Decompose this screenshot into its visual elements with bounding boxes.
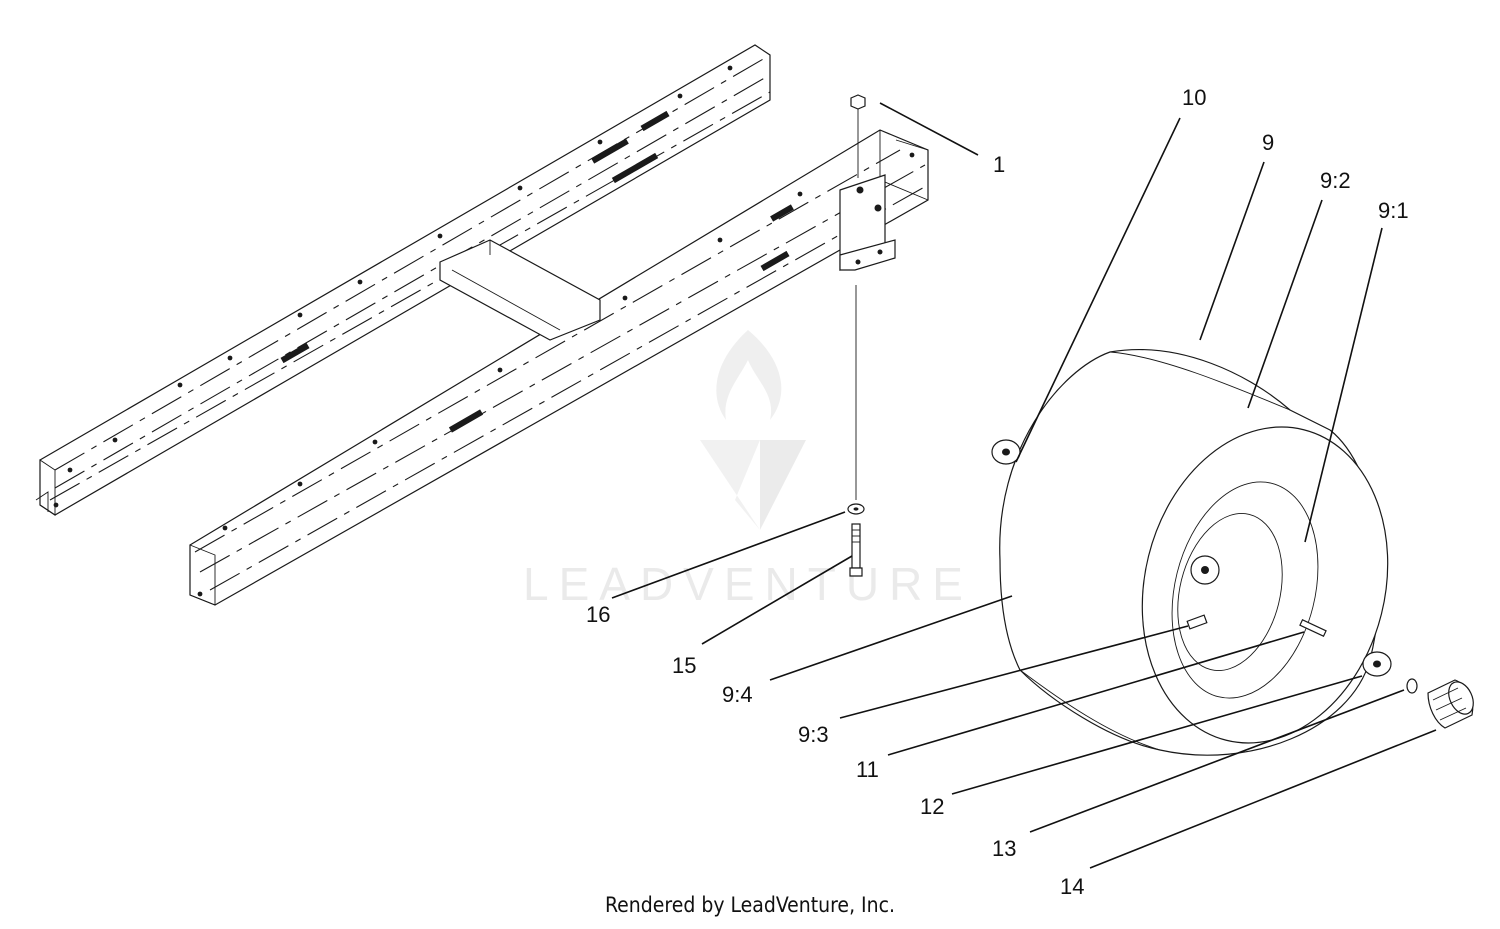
- leader-11: [887, 631, 1305, 756]
- callout-15: 15: [672, 653, 696, 678]
- leader-9-3: [839, 625, 1189, 719]
- rendered-by-footer: Rendered by LeadVenture, Inc.: [605, 893, 895, 917]
- callout-labels: 1 10 9 9:2 9:1 16 15 9:4 9:3 11 12 13 14: [586, 85, 1409, 899]
- callout-10: 10: [1182, 85, 1206, 110]
- callout-9-2: 9:2: [1320, 168, 1351, 193]
- callout-9-1: 9:1: [1378, 198, 1409, 223]
- leadventure-watermark: LEADVENTURE: [523, 330, 973, 610]
- callout-13: 13: [992, 836, 1016, 861]
- callout-16: 16: [586, 602, 610, 627]
- hex-bolt-top: [850, 94, 866, 500]
- bolt-15: [849, 523, 863, 577]
- leader-1: [879, 102, 979, 156]
- leader-lines: [611, 102, 1437, 869]
- leader-9-2: [1247, 199, 1323, 409]
- callout-1: 1: [993, 152, 1005, 177]
- callout-9-3: 9:3: [798, 722, 829, 747]
- leader-9: [1199, 161, 1265, 341]
- watermark-text: LEADVENTURE: [523, 558, 973, 610]
- callout-11: 11: [856, 757, 879, 782]
- retaining-ring-13: [1406, 678, 1418, 694]
- leader-10: [1015, 117, 1181, 463]
- leader-13: [1029, 689, 1405, 833]
- callout-12: 12: [920, 794, 944, 819]
- leader-12: [951, 675, 1363, 795]
- leader-16: [611, 511, 846, 599]
- washer-12: [1362, 651, 1392, 677]
- hub-cap-14: [1427, 679, 1474, 729]
- wheel-assembly: [999, 348, 1389, 756]
- frame-assembly: [35, 44, 929, 606]
- leader-14: [1089, 729, 1437, 869]
- washer-10: [991, 439, 1021, 465]
- leader-9-4: [769, 595, 1013, 681]
- axle-bracket: [839, 174, 896, 271]
- leader-9-1: [1304, 227, 1383, 543]
- callout-14: 14: [1060, 874, 1084, 899]
- leader-15: [701, 555, 853, 645]
- callout-9: 9: [1262, 130, 1274, 155]
- washer-16: [847, 503, 865, 515]
- callout-9-4: 9:4: [722, 682, 753, 707]
